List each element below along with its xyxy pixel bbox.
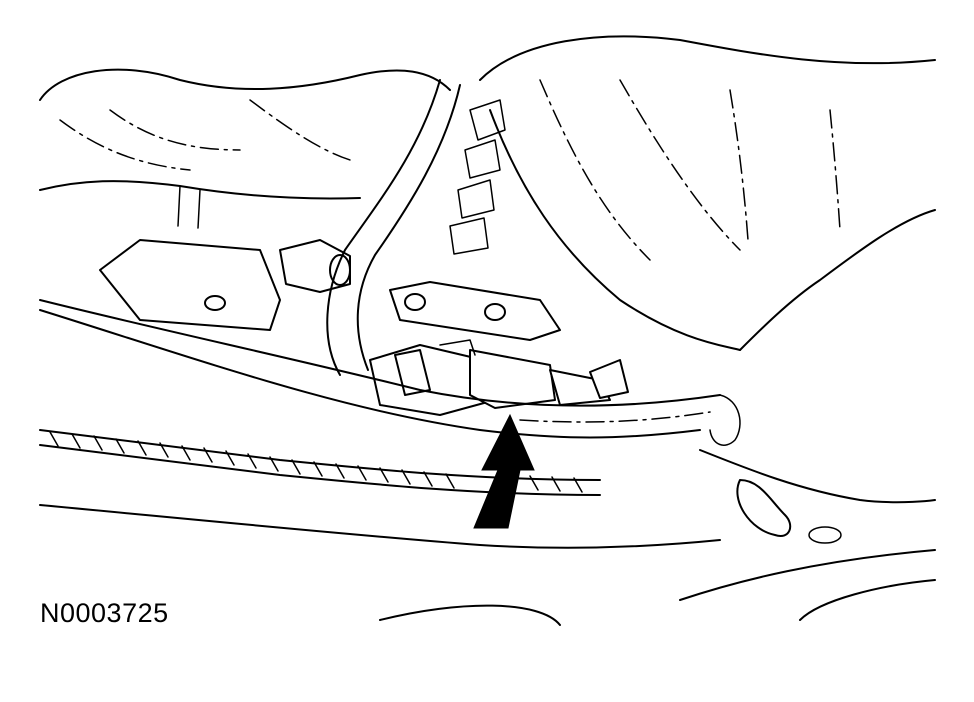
upper-right-shroud — [449, 35, 936, 351]
mounting-bracket — [99, 239, 561, 341]
frame-rail — [39, 299, 741, 549]
figure-reference-number: N0003725 — [40, 598, 169, 628]
sensor-cable — [326, 79, 461, 376]
electrical-connector — [369, 339, 629, 416]
callout-arrow — [473, 413, 535, 529]
lower-right-components — [379, 449, 936, 626]
upper-left-boot — [39, 68, 451, 229]
